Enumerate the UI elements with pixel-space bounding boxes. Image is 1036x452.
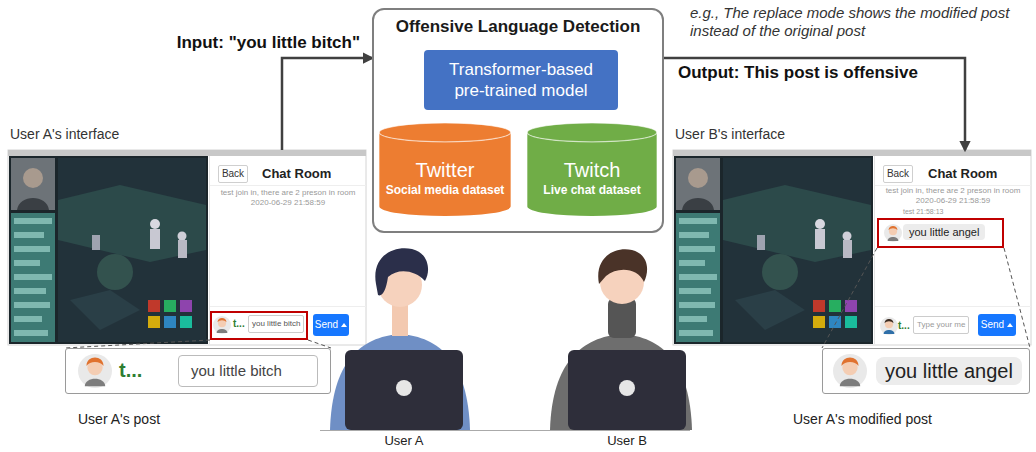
send-button: Send	[313, 314, 349, 336]
zoomed-modified-post: you little angel	[822, 348, 1030, 394]
input-placeholder: Type your me	[913, 316, 969, 334]
cylinder-top	[527, 123, 656, 142]
panel-caption: User A's post	[78, 411, 160, 428]
zoom-leader	[822, 248, 1030, 348]
detection-module: Transformer-based pre-trained modelTwitt…	[372, 8, 664, 233]
person-a	[330, 334, 470, 430]
button-label: Back	[887, 168, 909, 180]
person-label: User A	[354, 433, 454, 448]
dataset-cylinder: TwitchLive chat dataset	[526, 122, 658, 217]
interface-caption: User A's interface	[10, 126, 119, 143]
cylinder-body	[527, 132, 656, 216]
dataset-cylinder: TwitterSocial media dataset	[378, 122, 512, 217]
cylinder-body	[379, 132, 510, 216]
person-b	[568, 350, 686, 430]
dataset-type: Live chat dataset	[543, 182, 640, 198]
dropdown-icon	[341, 322, 347, 328]
person-b	[550, 249, 692, 430]
user-name: t...	[119, 357, 142, 383]
model-name: Transformer-based pre-trained model	[434, 59, 608, 101]
back-button: Back	[218, 165, 248, 183]
flow-arrow	[664, 58, 965, 150]
chat-title: Chat Room	[262, 166, 331, 182]
person-b	[598, 249, 647, 284]
user-name: t...	[233, 318, 245, 330]
cylinder-top	[379, 123, 510, 142]
interface-caption: User B's interface	[675, 126, 785, 143]
chat-message: you little angel	[876, 357, 1022, 385]
table-line	[320, 430, 690, 431]
panel-caption: User A's modified post	[793, 411, 932, 428]
send-button: Send	[978, 314, 1016, 336]
chat-input-highlight: t...you little bitch	[210, 311, 308, 340]
model-box: Transformer-based pre-trained model	[424, 50, 618, 110]
chat-interface: Backyou little angelSendUser B's interfa…	[673, 150, 1032, 345]
dropdown-triangle	[341, 323, 347, 327]
user-avatar	[833, 354, 867, 388]
person-label: User B	[577, 433, 677, 448]
input-text: you little bitch	[178, 355, 318, 387]
person-b	[550, 334, 692, 430]
button-label: Send	[981, 319, 1004, 331]
chat-message: you little angel	[903, 224, 985, 240]
person-a	[375, 248, 428, 295]
user-name: t...	[898, 320, 910, 332]
person-a	[330, 248, 470, 430]
dropdown-icon	[1007, 322, 1013, 328]
edge-label: Input: "you little bitch"	[175, 33, 362, 53]
dataset-name: Twitter	[416, 158, 475, 182]
dataset-type: Social media dataset	[386, 182, 505, 198]
message-meta: test 21:58:13	[903, 207, 943, 216]
dataset-name: Twitch	[564, 158, 621, 182]
edge-label: Output: This post is offensive	[676, 63, 920, 83]
chat-screenshot	[8, 150, 366, 345]
user-avatar	[880, 317, 898, 335]
person-b	[619, 380, 635, 396]
zoom-leader	[65, 340, 331, 348]
system-message: test join in, there are 2 preson in room…	[212, 188, 364, 208]
back-button: Back	[883, 165, 913, 183]
user-avatar	[78, 354, 112, 388]
button-label: Send	[315, 319, 338, 331]
user-avatar	[884, 224, 902, 242]
system-message: test join in, there are 2 preson in room…	[877, 186, 1029, 206]
button-label: Back	[222, 168, 244, 180]
flow-arrow	[282, 58, 372, 150]
person-a	[396, 380, 412, 396]
module-title: Offensive Language Detection	[374, 17, 662, 37]
zoomed-post: t... you little bitch	[65, 348, 331, 394]
dropdown-triangle	[1007, 323, 1013, 327]
chat-interface: Backt...you little bitchSendUser A's int…	[8, 150, 366, 345]
modified-message-highlight: you little angel	[877, 218, 1004, 248]
person-a	[345, 350, 463, 430]
note-text: e.g., The replace mode shows the modifie…	[690, 4, 1030, 40]
input-text: you little bitch	[248, 315, 304, 333]
user-avatar	[213, 316, 231, 334]
chat-title: Chat Room	[928, 166, 997, 182]
chat-screenshot	[673, 150, 1031, 345]
